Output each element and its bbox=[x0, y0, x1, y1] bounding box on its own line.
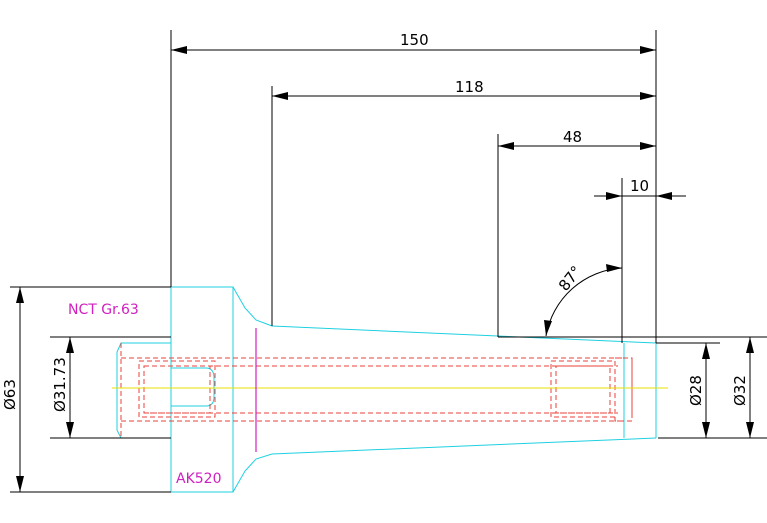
taper-bottom bbox=[271, 437, 657, 455]
dim-tip-bore-diameter: Ø28 bbox=[687, 375, 705, 406]
dimension-48: 48 bbox=[498, 128, 656, 150]
dim-flange-diameter: Ø63 bbox=[1, 379, 19, 410]
flange-transition-top bbox=[232, 286, 273, 327]
dimension-118: 118 bbox=[272, 78, 656, 100]
dimension-dia63: Ø63 bbox=[1, 287, 24, 492]
dimension-dia31: Ø31.73 bbox=[51, 337, 74, 438]
dim-taper-length: 118 bbox=[455, 78, 484, 96]
dim-tip-diameter: Ø32 bbox=[731, 375, 749, 406]
dim-bore-depth: 48 bbox=[563, 128, 582, 146]
angle-87: 87° bbox=[544, 262, 623, 337]
taper-top bbox=[271, 325, 657, 344]
dimension-150: 150 bbox=[171, 31, 656, 54]
dim-tip-length: 10 bbox=[630, 177, 649, 195]
hidden-bore bbox=[120, 343, 633, 438]
dimension-dia32: Ø32 bbox=[731, 337, 754, 438]
dimension-dia28: Ø28 bbox=[687, 343, 710, 438]
part-code-label: AK520 bbox=[176, 471, 221, 487]
dim-angle: 87° bbox=[555, 262, 586, 294]
drive-slot bbox=[171, 367, 215, 407]
extension-lines bbox=[10, 30, 767, 493]
flange-outline bbox=[170, 286, 234, 493]
part-outline bbox=[116, 286, 657, 493]
material-label: NCT Gr.63 bbox=[68, 302, 139, 318]
dim-bore-diameter: Ø31.73 bbox=[51, 357, 69, 412]
dim-overall-length: 150 bbox=[400, 31, 429, 49]
dimension-10: 10 bbox=[594, 177, 686, 200]
flange-transition-bottom bbox=[232, 453, 273, 493]
